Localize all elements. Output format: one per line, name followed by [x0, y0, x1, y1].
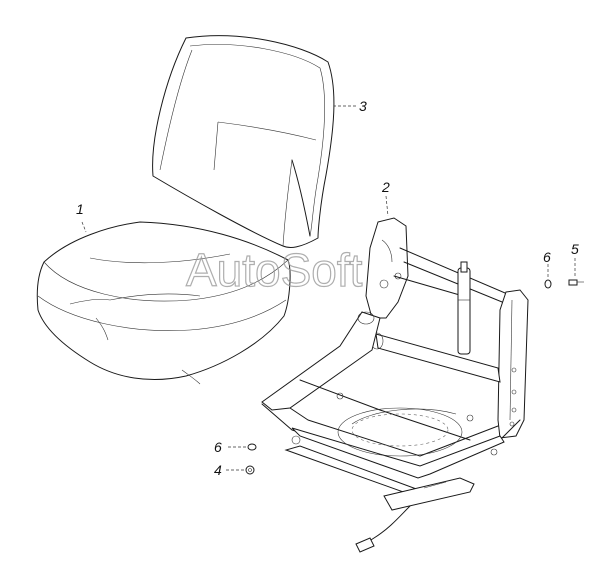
seat-cushion — [36, 221, 291, 385]
callout-4: 4 — [214, 462, 222, 478]
callout-3: 3 — [359, 98, 367, 114]
callout-2: 2 — [381, 179, 390, 195]
seat-frame — [261, 217, 529, 553]
callout-6-left: 6 — [214, 439, 222, 455]
callout-1: 1 — [76, 201, 84, 217]
nut-part-4 — [245, 465, 255, 475]
callout-5: 5 — [571, 241, 579, 257]
leader-line-1 — [81, 221, 87, 233]
nut-part-6-right — [544, 279, 552, 289]
leader-line-2 — [385, 195, 389, 217]
callout-6-right: 6 — [543, 249, 551, 265]
watermark: AutoSoft — [186, 244, 363, 296]
bolt-part-5 — [568, 279, 584, 286]
seat-back-cushion — [152, 35, 335, 248]
washer-part-6-left — [247, 443, 257, 451]
